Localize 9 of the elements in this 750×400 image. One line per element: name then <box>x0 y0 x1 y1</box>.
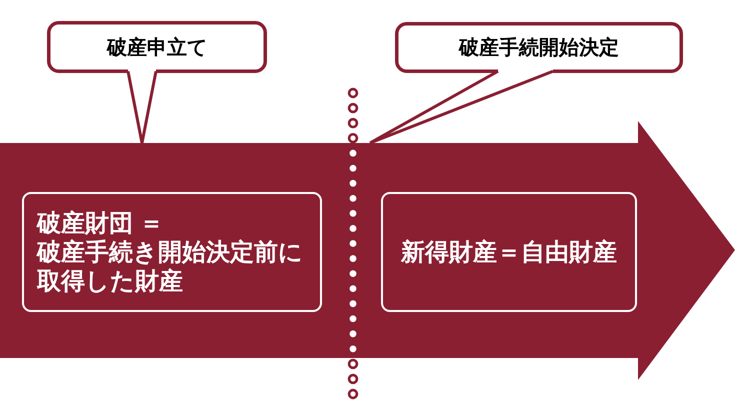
speech-bubble: 破産申立て <box>47 21 267 73</box>
large-arrow <box>0 121 735 380</box>
info-box <box>22 192 322 312</box>
body-text: 破産手続き開始決定前に取得した財産 <box>37 238 304 296</box>
callout-tail <box>126 70 158 144</box>
callout-tail <box>368 70 554 144</box>
info-box: 新得財産＝自由財産 <box>381 192 637 312</box>
speech-bubble: 破産手続開始決定 <box>395 22 683 73</box>
heading-text: 破産財団 ＝ <box>37 208 164 238</box>
